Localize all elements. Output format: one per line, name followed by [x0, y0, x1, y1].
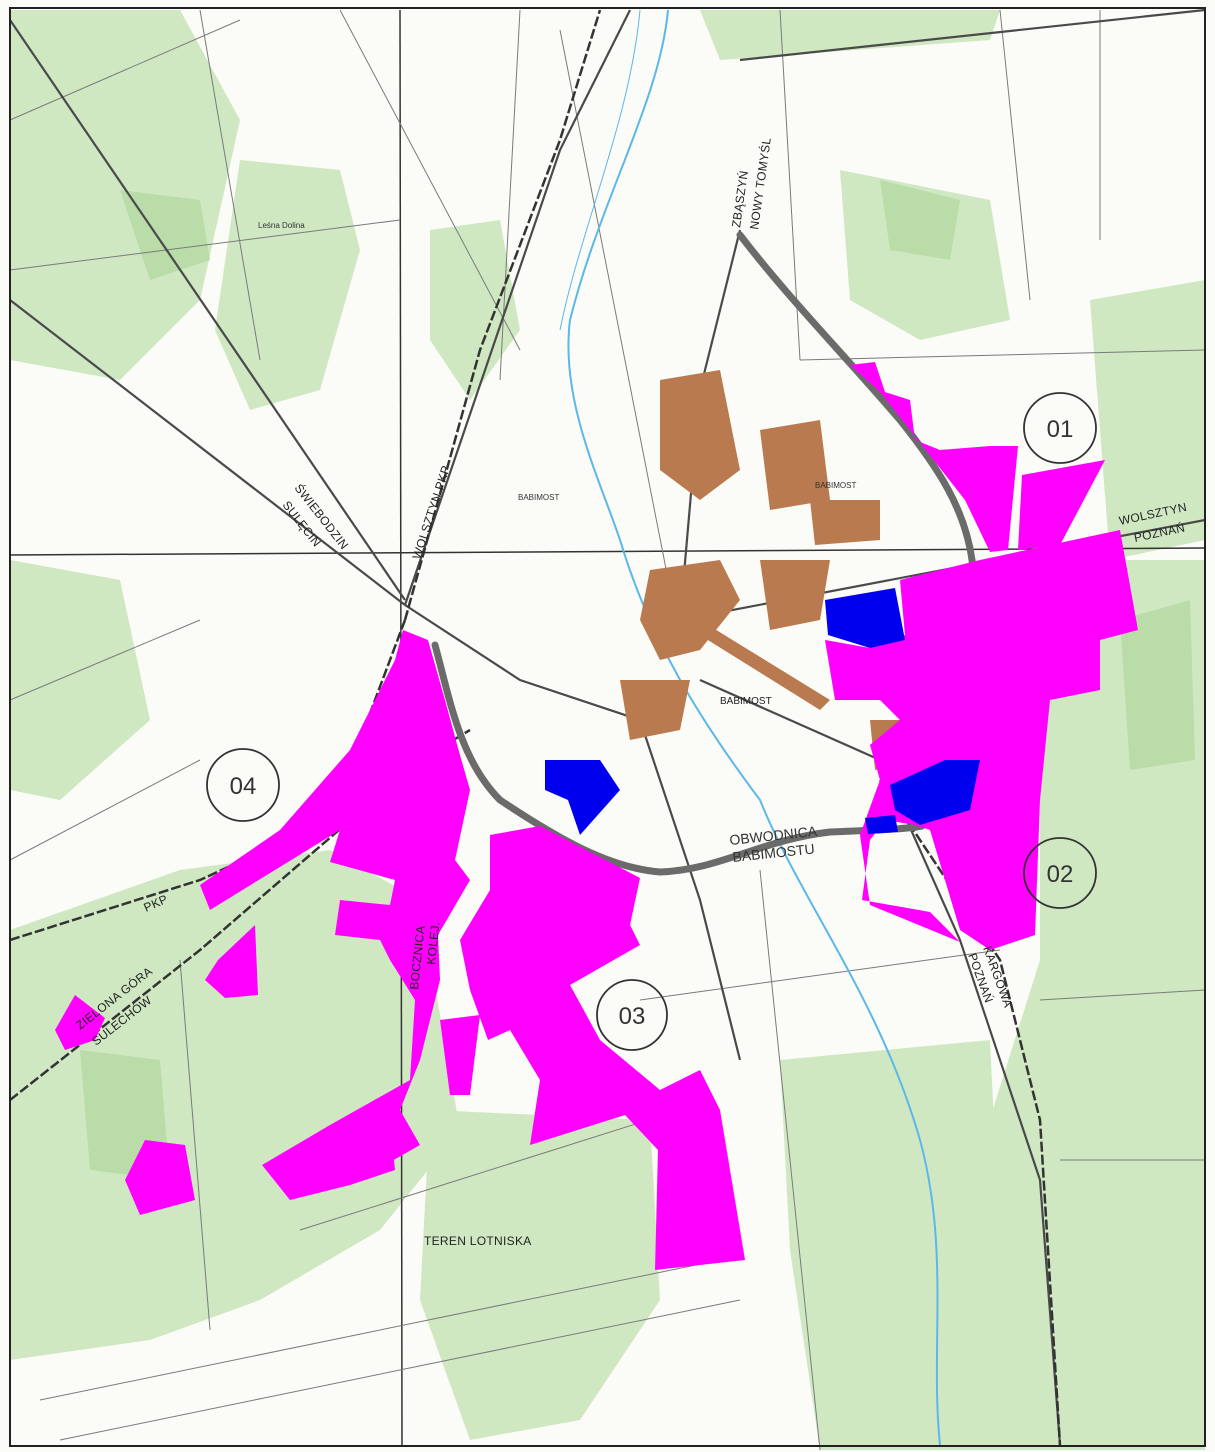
zone-marker-ring [1023, 837, 1097, 909]
forest-e [1090, 280, 1205, 560]
forest-center-w [430, 220, 520, 400]
label-babimost-north: BABIMOST [518, 493, 559, 502]
town-core [640, 560, 740, 660]
planning-zones [55, 362, 1138, 1270]
forest-s [420, 1110, 660, 1440]
minor-road [9, 759, 201, 861]
town-west [620, 680, 690, 740]
blue-zone-4 [865, 815, 898, 834]
river [567, 9, 941, 1446]
road-ne-top [739, 8, 1206, 62]
town-strip [695, 620, 830, 710]
label-kolejowa: KOLEJ. [424, 921, 442, 965]
zone-03-area [460, 826, 745, 1270]
minor-road [9, 19, 241, 121]
zone-marker-label: 02 [1047, 861, 1074, 888]
minor-road [9, 619, 201, 701]
label-teren-lotniska: TEREN LOTNISKA [424, 1234, 532, 1248]
zone-marker-label: 04 [230, 773, 257, 800]
road-swiebodzin [9, 299, 406, 606]
zone-04-area-south-2 [345, 1120, 395, 1185]
zone-04-area [200, 630, 470, 1200]
road-babimost-west [404, 604, 641, 722]
label-babimost-ne: BABIMOST [815, 481, 856, 490]
minor-road [39, 1259, 721, 1401]
minor-road [199, 9, 261, 361]
minor-road [179, 959, 211, 1331]
river-stream [559, 9, 641, 331]
zone-marker-02[interactable]: 02 [1023, 837, 1097, 909]
minor-roads [9, 9, 1206, 1451]
minor-road [299, 1109, 681, 1231]
forest-n-strip [700, 10, 1000, 60]
forest-patch-2 [880, 180, 960, 260]
town-east [760, 560, 830, 630]
map-frame [9, 7, 1206, 1447]
zone-markers: 01 02 03 04 [206, 392, 1097, 1051]
zone-marker-ring [206, 748, 280, 822]
zone-04-area-west-1 [205, 925, 258, 998]
minor-road [9, 219, 401, 271]
town-north [660, 370, 740, 500]
minor-road [1039, 989, 1206, 1001]
minor-road [339, 9, 521, 351]
zone-marker-ring [1023, 392, 1097, 464]
minor-road [759, 869, 821, 1451]
forest-w [10, 560, 150, 800]
place-labels: BABIMOST BABIMOST BABIMOST Leśna Dolina … [258, 221, 856, 1248]
road-wolsztyn-pkp [403, 9, 631, 606]
blue-zones [545, 588, 980, 835]
minor-road [59, 1299, 741, 1441]
road-kargowa-poznan [699, 678, 1062, 1446]
railway-kargowa [878, 779, 1062, 1446]
forest-areas [10, 10, 1205, 1450]
minor-road [999, 9, 1031, 301]
road-south [638, 719, 742, 1061]
label-babimost-center: BABIMOST [720, 696, 772, 707]
forest-e-2 [980, 560, 1205, 1450]
zone-marker-01[interactable]: 01 [1023, 392, 1097, 464]
minor-road [639, 949, 1001, 1001]
zone-marker-ring [596, 979, 668, 1051]
forest-dark-patches [80, 180, 1195, 1180]
blue-zone-2 [545, 760, 620, 835]
main-roads [9, 8, 1206, 1446]
forest-patch-3 [1120, 600, 1195, 770]
label-lesna-dolina: Leśna Dolina [258, 221, 305, 230]
blue-zone-1 [825, 588, 905, 648]
town-ne [760, 420, 830, 510]
zone-01-area [850, 362, 1018, 552]
railway-north [403, 9, 602, 621]
road-nw-diag [9, 19, 406, 601]
bypass-south [431, 641, 926, 876]
forest-se [780, 1040, 1010, 1450]
zone-marker-04[interactable]: 04 [206, 748, 280, 822]
zone-01-area-east [1018, 460, 1105, 550]
label-bocznica: BOCZNICA [407, 925, 428, 991]
town-buildings [620, 370, 930, 770]
zone-04-area-strip [440, 1015, 480, 1095]
zone-marker-03[interactable]: 03 [596, 979, 668, 1051]
forest-sw [10, 850, 460, 1360]
zone-04-area-west-2 [55, 995, 105, 1050]
minor-road [559, 29, 681, 641]
blue-zone-3 [890, 760, 980, 825]
forest-patch-1 [120, 190, 210, 280]
zone-04-area-south [125, 1140, 195, 1215]
zone-marker-label: 03 [619, 1003, 646, 1030]
forest-nw-2 [215, 160, 360, 410]
zone-02-area-inner [940, 700, 985, 770]
town-nne [810, 500, 880, 545]
zone-marker-label: 01 [1047, 416, 1074, 443]
minor-road [799, 349, 1206, 361]
